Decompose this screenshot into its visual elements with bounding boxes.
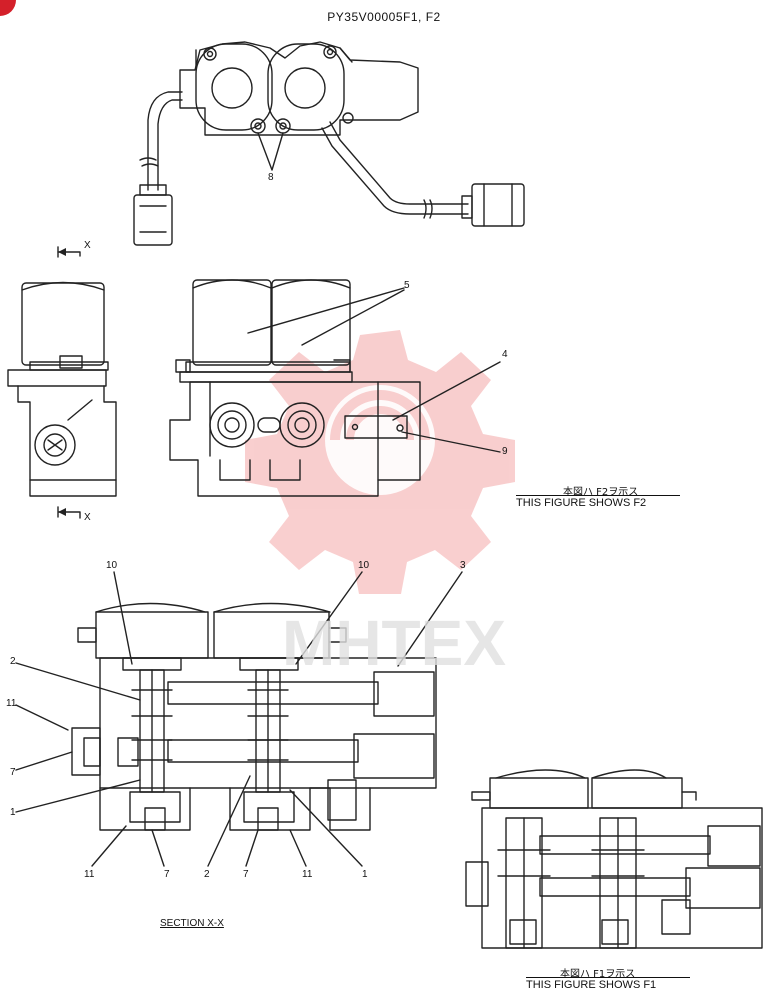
- callout-10-right: 10: [358, 560, 370, 571]
- callout-2-bottom: 2: [204, 869, 210, 880]
- caption-f2-en: THIS FIGURE SHOWS F2: [516, 497, 647, 509]
- front-view-f2: [169, 279, 501, 497]
- callout-3: 3: [460, 560, 466, 571]
- caption-f2-jp: 本図ハ F2ヲ示ス: [563, 487, 639, 498]
- callout-4: 4: [502, 349, 508, 360]
- callout-11-bottom-b: 11: [302, 869, 313, 880]
- section-view: [15, 571, 463, 867]
- caption-f1-en: THIS FIGURE SHOWS F1: [526, 979, 657, 991]
- view-arrow-label-top: X: [84, 240, 91, 251]
- callout-1-bottom: 1: [362, 869, 368, 880]
- callout-2-left: 2: [10, 656, 16, 667]
- callout-11-left: 11: [6, 698, 17, 709]
- page-title: PY35V00005F1, F2: [327, 10, 441, 24]
- caption-f1-jp: 本図ハ F1ヲ示ス: [560, 969, 636, 980]
- callout-8: 8: [268, 172, 274, 183]
- caption-f2-rule: [516, 495, 680, 496]
- callout-10-left: 10: [106, 560, 118, 571]
- callout-7-bottom-b: 7: [243, 869, 249, 880]
- callout-1-left: 1: [10, 807, 16, 818]
- view-arrows: [58, 248, 66, 516]
- watermark-gear: [245, 330, 515, 594]
- top-view: [133, 41, 525, 246]
- side-view: [7, 246, 117, 519]
- f1-view: [465, 769, 763, 949]
- callout-9: 9: [502, 446, 508, 457]
- callout-7-left: 7: [10, 767, 16, 778]
- callout-7-bottom-a: 7: [164, 869, 170, 880]
- view-arrow-label-bottom: X: [84, 512, 91, 523]
- watermark-text: MHTEX: [282, 607, 506, 679]
- callout-5: 5: [404, 280, 410, 291]
- caption-section: SECTION X-X: [160, 918, 224, 929]
- caption-f1-rule: [526, 977, 690, 978]
- callout-11-bottom-a: 11: [84, 869, 95, 880]
